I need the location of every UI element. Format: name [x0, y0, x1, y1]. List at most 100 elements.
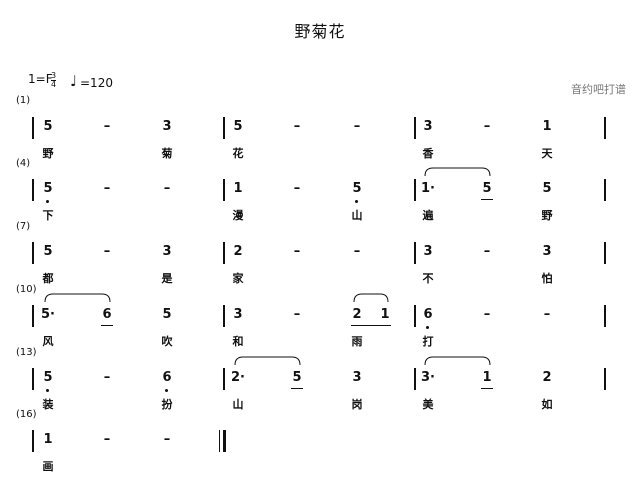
jianpu-note: 1: [482, 370, 492, 385]
jianpu-note: 5: [43, 370, 53, 385]
barline: [223, 117, 225, 139]
jianpu-note: 3: [423, 119, 433, 134]
measure-number: (13): [16, 347, 37, 358]
barline: [32, 179, 34, 201]
jianpu-note: 2: [542, 370, 552, 385]
barline: [32, 305, 34, 327]
jianpu-note: 6: [423, 307, 433, 322]
jianpu-note: 2·: [231, 370, 245, 385]
lyric-char: 漫: [232, 209, 244, 222]
jianpu-note: –: [483, 244, 491, 259]
jianpu-note: –: [483, 119, 491, 134]
low-octave-dot: [165, 389, 168, 392]
low-octave-dot: [355, 200, 358, 203]
barline: [604, 368, 606, 390]
barline: [223, 179, 225, 201]
eighth-underline: [481, 388, 493, 389]
jianpu-note: 5: [292, 370, 302, 385]
jianpu-note: –: [103, 370, 111, 385]
slur: [353, 293, 389, 303]
lyric-char: 扮: [161, 398, 173, 411]
barline: [32, 242, 34, 264]
lyric-char: 装: [42, 398, 54, 411]
lyric-char: 风: [42, 335, 54, 348]
lyric-char: 吹: [161, 335, 173, 348]
jianpu-note: 5: [542, 181, 552, 196]
lyric-char: 和: [232, 335, 244, 348]
lyric-char: 画: [42, 460, 54, 473]
barline: [414, 305, 416, 327]
slur: [44, 293, 111, 303]
jianpu-note: 5: [482, 181, 492, 196]
jianpu-note: –: [103, 244, 111, 259]
jianpu-note: 5: [233, 119, 243, 134]
lyric-char: 野: [541, 209, 553, 222]
barline: [604, 242, 606, 264]
lyric-char: 是: [161, 272, 173, 285]
lyric-char: 山: [351, 209, 363, 222]
key-signature: 1=F: [28, 72, 53, 86]
time-signature-denominator: 4: [51, 80, 57, 89]
barline: [414, 117, 416, 139]
jianpu-note: 3: [352, 370, 362, 385]
jianpu-note: 3: [233, 307, 243, 322]
barline: [32, 117, 34, 139]
measure-number: (7): [16, 221, 31, 232]
jianpu-note: 1·: [421, 181, 435, 196]
measure-number: (10): [16, 284, 37, 295]
lyric-char: 香: [422, 147, 434, 160]
lyric-char: 岗: [351, 398, 363, 411]
tempo-marking: =120: [80, 76, 113, 90]
eighth-underline: [291, 388, 303, 389]
lyric-char: 花: [232, 147, 244, 160]
slur: [424, 167, 491, 177]
quarter-note-icon: ♩: [70, 72, 78, 90]
eighth-underline: [481, 199, 493, 200]
jianpu-note: –: [163, 181, 171, 196]
lyric-char: 下: [42, 209, 54, 222]
measure-number: (1): [16, 95, 31, 106]
lyric-char: 遍: [422, 209, 434, 222]
lyric-char: 不: [422, 272, 434, 285]
jianpu-note: 3: [542, 244, 552, 259]
eighth-underline: [101, 325, 113, 326]
slur: [234, 356, 301, 366]
barline: [414, 179, 416, 201]
measure-number: (16): [16, 409, 37, 420]
low-octave-dot: [46, 389, 49, 392]
jianpu-note: –: [293, 181, 301, 196]
source-credit: 音约吧打谱: [571, 83, 626, 96]
barline: [604, 305, 606, 327]
jianpu-note: 5·: [41, 307, 55, 322]
barline: [414, 242, 416, 264]
jianpu-note: 6: [162, 370, 172, 385]
measure-number: (4): [16, 158, 31, 169]
jianpu-note: 2: [233, 244, 243, 259]
jianpu-note: –: [293, 244, 301, 259]
time-signature: 3 4: [51, 72, 57, 89]
lyric-char: 都: [42, 272, 54, 285]
jianpu-note: –: [353, 119, 361, 134]
jianpu-note: 1: [380, 307, 390, 322]
eighth-underline: [351, 325, 391, 326]
jianpu-note: 3: [162, 244, 172, 259]
barline: [32, 368, 34, 390]
score-title: 野菊花: [294, 22, 346, 41]
slur: [424, 356, 491, 366]
low-octave-dot: [426, 326, 429, 329]
jianpu-note: 3: [423, 244, 433, 259]
jianpu-note: 3·: [421, 370, 435, 385]
jianpu-note: 1: [43, 432, 53, 447]
barline: [223, 305, 225, 327]
jianpu-note: –: [353, 244, 361, 259]
jianpu-note: –: [163, 432, 171, 447]
jianpu-note: –: [103, 432, 111, 447]
jianpu-note: –: [293, 119, 301, 134]
jianpu-note: 5: [43, 244, 53, 259]
jianpu-note: 5: [43, 181, 53, 196]
barline: [223, 368, 225, 390]
jianpu-note: 2: [352, 307, 362, 322]
lyric-char: 打: [422, 335, 434, 348]
